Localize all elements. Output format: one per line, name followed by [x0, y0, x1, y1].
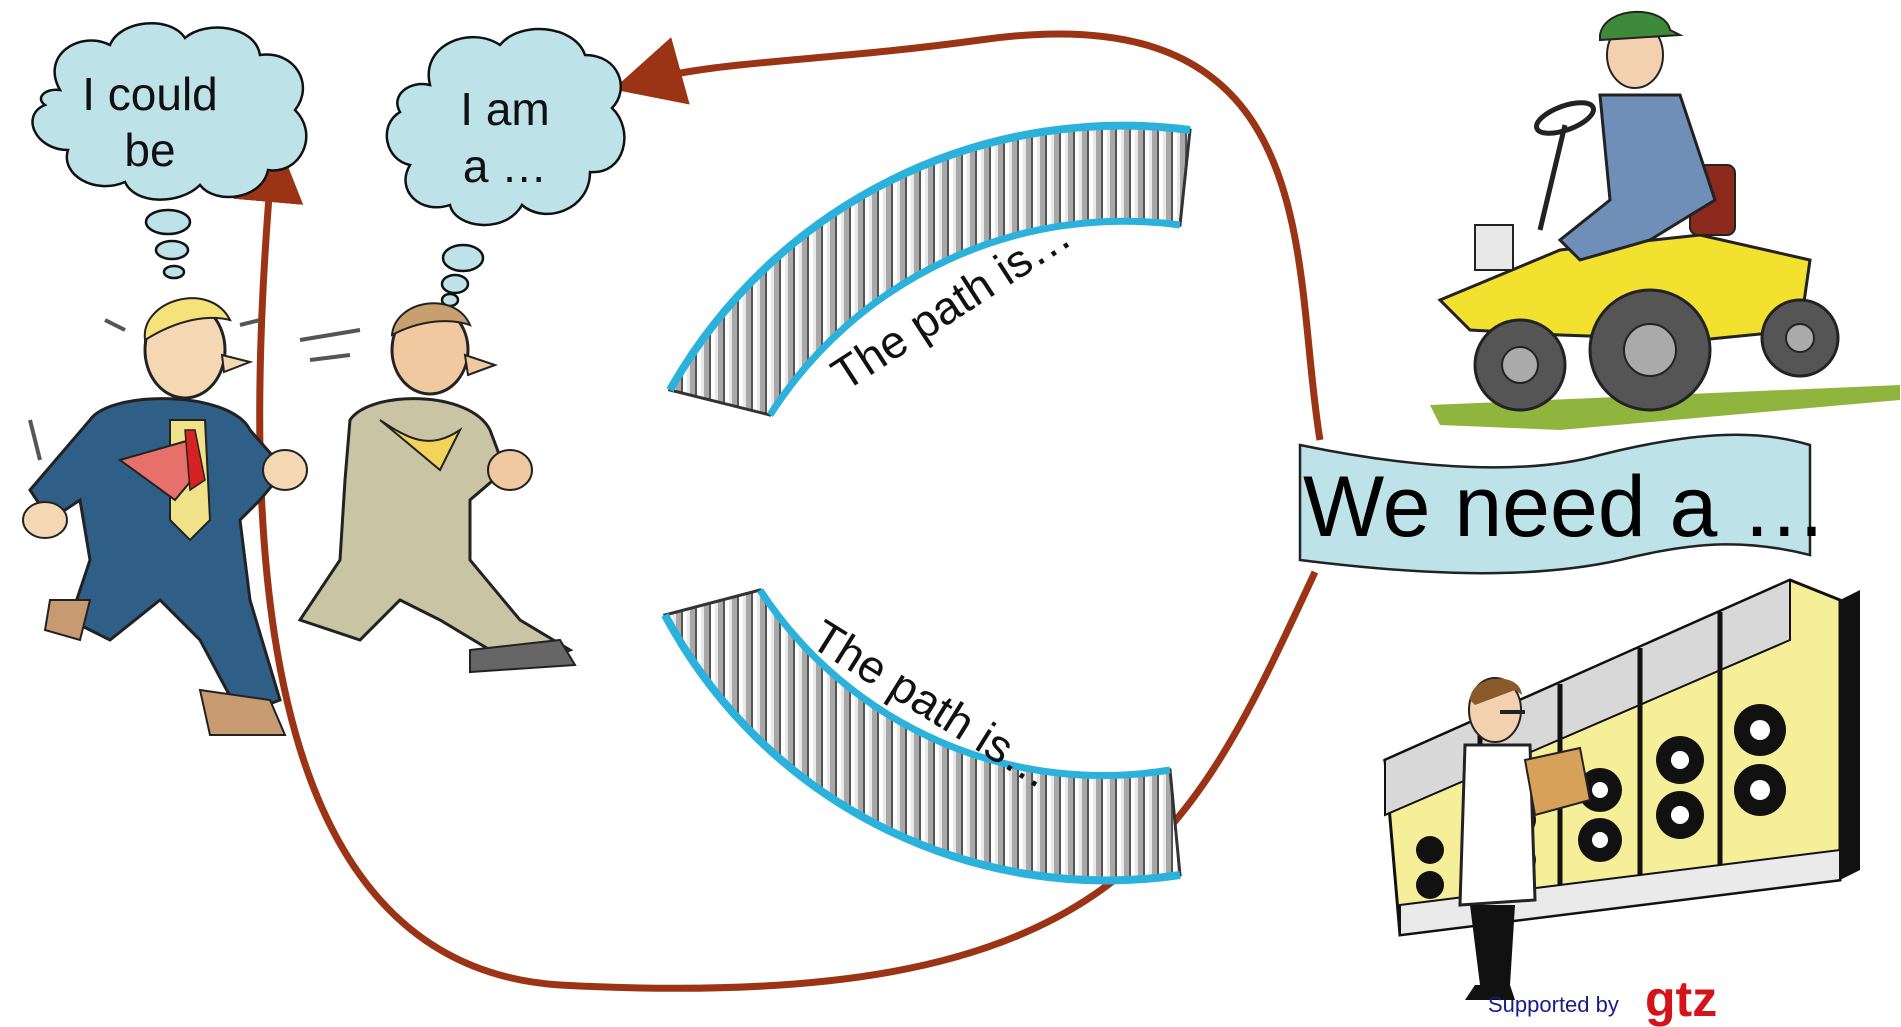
arrow-bubble-to-banner: [233, 132, 1319, 992]
bubble-i-am-line2: a …: [463, 140, 547, 192]
clipboard-icon: [1523, 746, 1592, 817]
banner-text: We need a …: [1303, 459, 1827, 555]
bubble-i-am-line1: I am: [460, 83, 549, 135]
scientist-with-clipboard-icon: [1458, 677, 1592, 1000]
conveyor-bottom: The path is…: [661, 588, 1182, 885]
bubble-could-be-line2: be: [124, 124, 175, 176]
running-businessman-front-icon: [22, 297, 308, 736]
arrow-banner-to-bubble: [612, 30, 1324, 441]
thought-bubble-i-am: I am a …: [385, 27, 626, 308]
footer-credit: Supported by gtz: [1488, 971, 1717, 1027]
banner-we-need: We need a …: [1298, 433, 1827, 575]
conveyor-top: The path is…: [666, 121, 1192, 417]
running-businessman-back-icon: [297, 302, 577, 674]
supported-by-text: Supported by: [1488, 992, 1619, 1017]
conveyor-bottom-inner-rail: [757, 588, 1171, 779]
tractor-driver-icon: [1430, 10, 1900, 430]
conveyor-top-outer-rail: [666, 121, 1191, 392]
mainframe-computer-icon: [1382, 578, 1860, 937]
cycle-arrows: [233, 30, 1324, 992]
gtz-logo: gtz: [1645, 971, 1717, 1027]
conveyor-bottom-outer-rail: [661, 613, 1181, 885]
bubble-could-be-line1: I could: [82, 68, 218, 120]
conveyor-top-inner-rail: [767, 217, 1181, 417]
thought-bubble-could-be: I could be: [31, 21, 308, 280]
